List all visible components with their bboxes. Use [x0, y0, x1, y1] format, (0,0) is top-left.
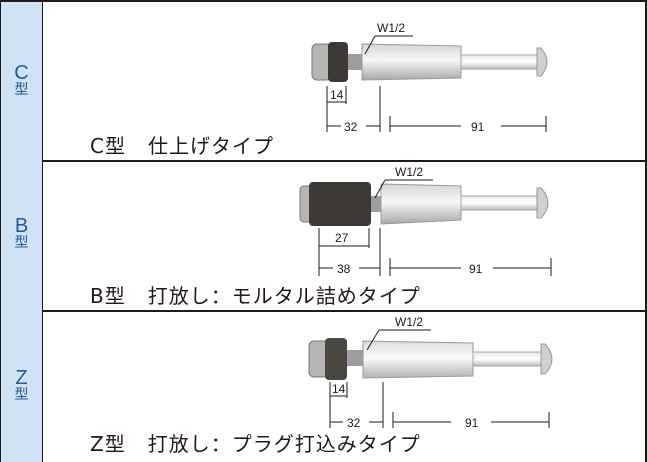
leader-line [374, 179, 386, 199]
side-letter: B [14, 215, 29, 237]
row-c-type: C 型 W1/2 [0, 0, 645, 162]
row-caption: Z型打放し：プラグ打込みタイプ [90, 428, 421, 457]
plug-body [362, 340, 474, 379]
side-letter: C [14, 62, 29, 84]
caption-type: C型 [90, 134, 126, 158]
side-kanji: 型 [14, 387, 29, 403]
caption-desc: 打放し：モルタル詰めタイプ [147, 284, 421, 308]
thread-label: W1/2 [395, 315, 423, 329]
threaded-sleeve [325, 338, 347, 380]
thread-label: W1/2 [395, 165, 423, 179]
bolt-head [540, 343, 553, 375]
dimension-lines [326, 86, 547, 132]
bolt-shaft [472, 351, 546, 367]
dim-outer: 38 [337, 262, 351, 276]
side-kanji: 型 [14, 82, 29, 98]
cone-body [380, 183, 462, 225]
bolt-shaft [460, 195, 542, 211]
threaded-sleeve [309, 182, 371, 226]
dim-length: 91 [465, 416, 479, 430]
row-caption: B型打放し：モルタル詰めタイプ [90, 280, 421, 309]
side-label-cell: B 型 [0, 158, 43, 310]
dim-length: 91 [471, 120, 485, 134]
cone-body [361, 43, 462, 81]
row-caption: C型仕上げタイプ [90, 130, 274, 159]
row-z-type: Z 型 W1/2 [0, 310, 645, 462]
dim-length: 91 [469, 262, 483, 276]
side-label-cell: C 型 [0, 2, 43, 160]
neck [347, 350, 363, 366]
caption-type: Z型 [90, 432, 126, 456]
z-type-tie-image: W1/2 14 32 91 [308, 315, 553, 430]
row-b-type: B 型 W1/2 [0, 158, 645, 312]
side-label-cell: Z 型 [0, 310, 43, 462]
caption-type: B型 [90, 284, 126, 308]
caption-desc: 仕上げタイプ [147, 134, 274, 158]
dimension-lines [329, 382, 550, 428]
dim-inner: 14 [332, 382, 346, 396]
neck [371, 196, 381, 212]
caption-desc: 打放し：プラグ打込みタイプ [147, 432, 421, 456]
side-letter: Z [15, 367, 28, 389]
bolt-head [536, 187, 549, 219]
dim-inner: 14 [330, 88, 344, 102]
dim-outer: 32 [344, 120, 358, 134]
thread-label: W1/2 [377, 21, 405, 35]
dim-outer: 32 [347, 416, 361, 430]
bolt-head [536, 47, 548, 77]
neck [348, 54, 362, 70]
b-type-tie-image: W1/2 27 38 91 [299, 165, 552, 276]
side-kanji: 型 [14, 235, 29, 251]
dimension-lines [318, 228, 552, 276]
c-type-tie-image: W1/2 14 32 91 [311, 21, 548, 134]
bolt-shaft [460, 54, 542, 70]
leader-line [364, 35, 376, 55]
threaded-sleeve [328, 42, 348, 82]
dim-inner: 27 [335, 231, 349, 245]
leader-line [366, 329, 380, 351]
